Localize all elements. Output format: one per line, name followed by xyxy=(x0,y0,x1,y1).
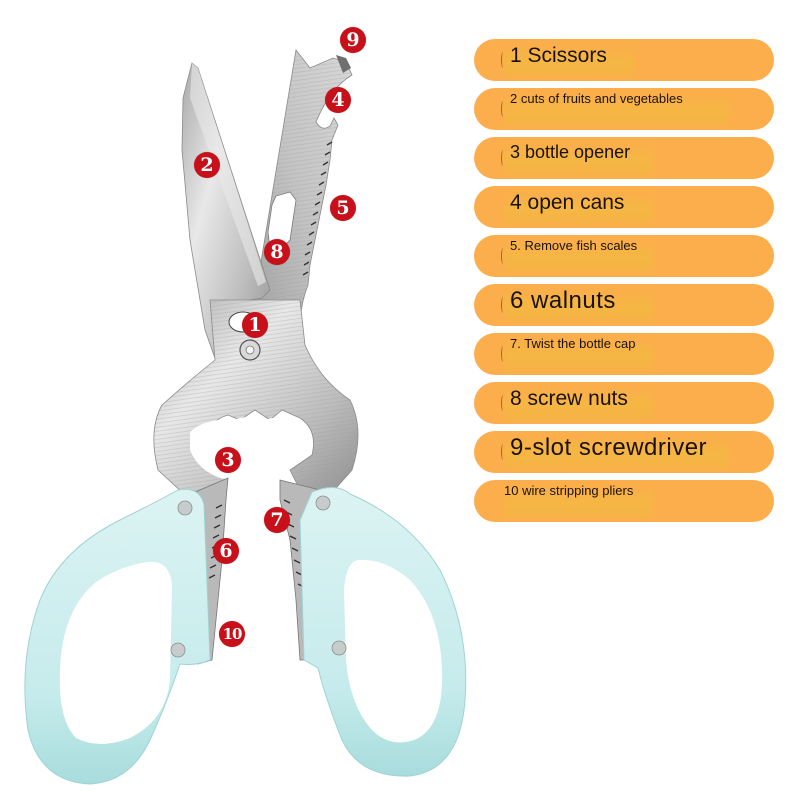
callout-marker-4: 4 xyxy=(325,87,351,113)
tick-mark xyxy=(501,52,505,68)
tick-mark xyxy=(501,248,505,264)
blur-band xyxy=(504,484,654,518)
tick-mark xyxy=(501,444,505,460)
right-handle xyxy=(299,487,467,777)
blur-band xyxy=(504,92,729,126)
feature-pill-wire-stripping: 10 wire stripping pliers xyxy=(474,480,774,522)
blur-band xyxy=(504,435,729,469)
callout-marker-3: 3 xyxy=(215,447,241,473)
kitchen-scissors-illustration: 1 2 3 4 5 6 7 8 9 10 xyxy=(24,27,467,785)
feature-list: 1 Scissors 2 cuts of fruits and vegetabl… xyxy=(474,39,774,529)
feature-label: 4 open cans xyxy=(510,191,625,214)
feature-label: 3 bottle opener xyxy=(510,142,631,162)
callout-marker-9: 9 xyxy=(340,27,366,53)
feature-pill-bottle-cap: 7. Twist the bottle cap xyxy=(474,333,774,375)
blur-band xyxy=(504,288,654,322)
feature-pill-open-cans: 4 open cans xyxy=(474,186,774,228)
pivot-body xyxy=(153,299,359,496)
tick-mark xyxy=(501,101,505,117)
callout-marker-8: 8 xyxy=(264,239,290,265)
callout-marker-6: 6 xyxy=(213,538,239,564)
tick-mark xyxy=(501,297,505,313)
blur-band xyxy=(504,43,634,77)
feature-pill-bottle-opener: 3 bottle opener xyxy=(474,137,774,179)
scissors-icon xyxy=(24,49,467,785)
feature-label: 10 wire stripping pliers xyxy=(504,483,634,498)
feature-label: 8 screw nuts xyxy=(510,387,628,410)
tool-blade xyxy=(254,49,353,351)
callout-marker-1: 1 xyxy=(242,312,268,338)
feature-label: 9-slot screwdriver xyxy=(510,434,708,461)
tick-mark xyxy=(501,346,505,362)
feature-pill-screwdriver: 9-slot screwdriver xyxy=(474,431,774,473)
callout-marker-5: 5 xyxy=(330,195,356,221)
feature-pill-scissors: 1 Scissors xyxy=(474,39,774,81)
callout-marker-7: 7 xyxy=(264,507,290,533)
feature-pill-cuts: 2 cuts of fruits and vegetables xyxy=(474,88,774,130)
feature-label: 2 cuts of fruits and vegetables xyxy=(510,91,683,106)
blur-band xyxy=(504,190,654,224)
callout-marker-2: 2 xyxy=(194,152,220,178)
blur-band xyxy=(504,386,654,420)
feature-pill-walnuts: 6 walnuts xyxy=(474,284,774,326)
blur-band xyxy=(504,337,654,371)
feature-pill-fish-scales: 5. Remove fish scales xyxy=(474,235,774,277)
blur-band xyxy=(504,239,654,273)
feature-pill-screw-nuts: 8 screw nuts xyxy=(474,382,774,424)
feature-label: 5. Remove fish scales xyxy=(510,238,638,253)
tick-mark xyxy=(501,150,505,166)
feature-label: 7. Twist the bottle cap xyxy=(510,336,636,351)
blur-band xyxy=(504,141,654,175)
feature-label: 1 Scissors xyxy=(510,44,607,67)
callout-marker-10: 10 xyxy=(219,621,245,647)
tick-mark xyxy=(501,395,505,411)
left-handle xyxy=(24,488,211,785)
feature-label: 6 walnuts xyxy=(510,287,616,314)
